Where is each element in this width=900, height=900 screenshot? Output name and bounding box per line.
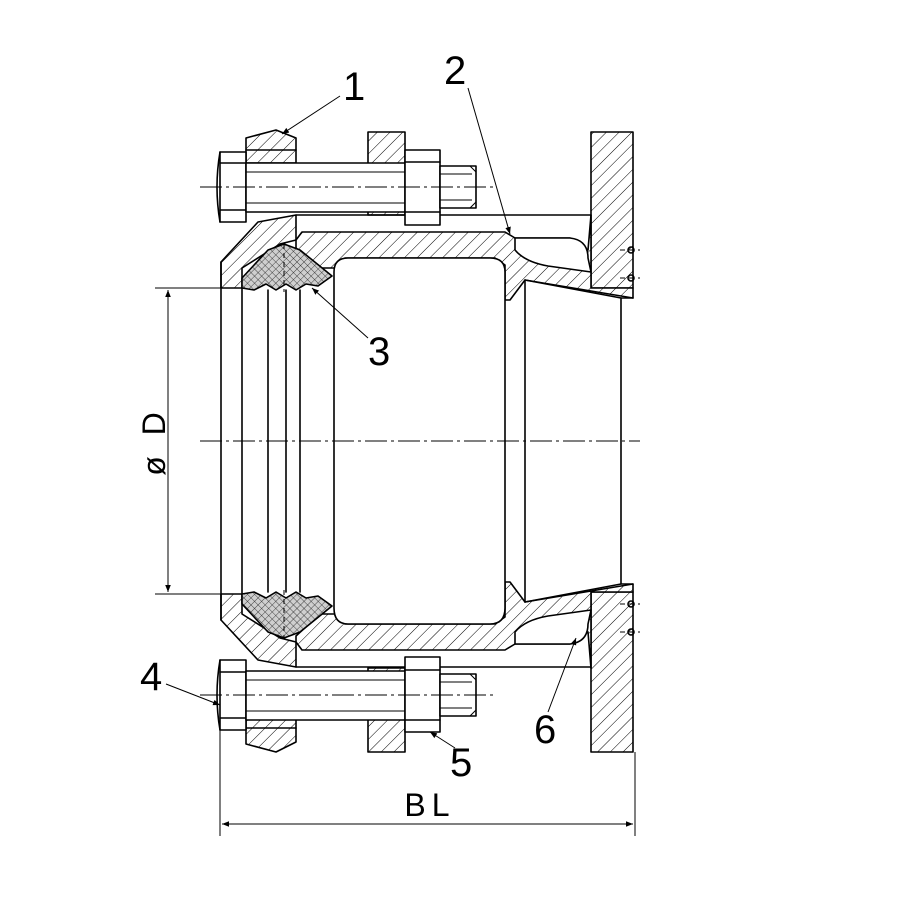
length-label: BL <box>404 787 455 823</box>
callout-4: 4 <box>140 655 162 699</box>
callout-labels: 1 2 3 4 5 6 <box>140 49 556 785</box>
length-dimension: BL <box>219 730 636 836</box>
callout-2: 2 <box>444 49 466 93</box>
callout-5: 5 <box>450 741 472 785</box>
callout-6: 6 <box>534 708 556 752</box>
callout-1: 1 <box>343 65 365 109</box>
bolt-upper <box>200 149 495 226</box>
diameter-label: ø D <box>136 406 172 476</box>
gland-ring <box>245 129 297 753</box>
seal-ring <box>241 243 333 639</box>
callout-3: 3 <box>368 330 390 374</box>
bolt-lower <box>200 656 495 733</box>
diameter-dimension: ø D <box>136 287 245 595</box>
callout-leaders <box>165 87 577 749</box>
